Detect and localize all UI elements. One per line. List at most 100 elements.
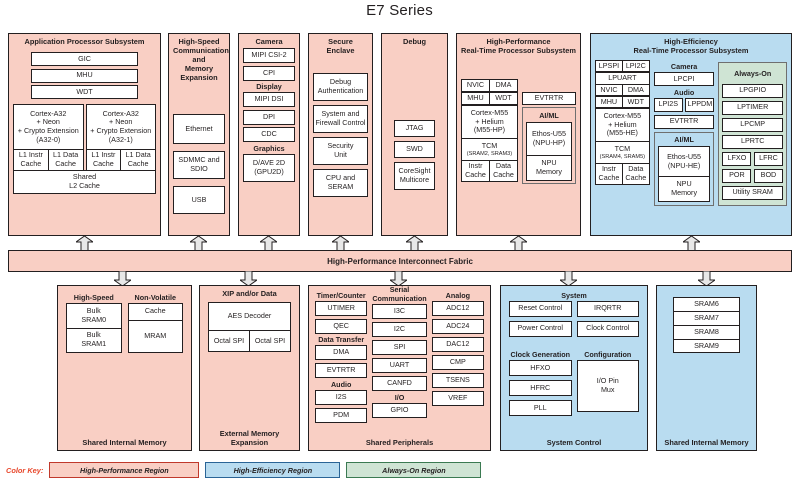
block-wdt-he[interactable]: WDT <box>621 96 650 108</box>
instr-cache-hp[interactable]: Instr Cache <box>461 160 489 182</box>
block-sram8[interactable]: SRAM8 <box>673 325 740 339</box>
block-mhu-he[interactable]: MHU <box>595 96 622 108</box>
block-system-firewall-control[interactable]: System and Firewall Control <box>313 105 368 133</box>
block-lpcmp[interactable]: LPCMP <box>722 117 783 132</box>
data-cache-hp[interactable]: Data Cache <box>488 160 518 182</box>
block-gpio[interactable]: GPIO <box>372 402 427 418</box>
block-swd[interactable]: SWD <box>394 141 435 158</box>
core-cluster-a32-0[interactable]: Cortex-A32 + Neon + Crypto Extension (A3… <box>13 104 84 171</box>
panel-shared-peripherals[interactable]: Timer/Counter UTIMER QEC Data Transfer D… <box>308 285 491 451</box>
block-mipi-csi-2[interactable]: MIPI CSI-2 <box>243 48 295 63</box>
block-adc24[interactable]: ADC24 <box>431 318 484 334</box>
block-jtag[interactable]: JTAG <box>394 120 435 137</box>
block-sram7[interactable]: SRAM7 <box>673 311 740 325</box>
core-a32-1[interactable]: Cortex-A32 + Neon + Crypto Extension (A3… <box>85 104 156 149</box>
block-mhu-hp[interactable]: MHU <box>461 92 489 105</box>
block-debug-authentication[interactable]: Debug Authentication <box>313 73 368 101</box>
panel-debug[interactable]: Debug JTAG SWD CoreSight Multicore <box>381 33 448 236</box>
block-canfd[interactable]: CANFD <box>372 376 427 391</box>
block-pdm[interactable]: PDM <box>315 407 368 423</box>
block-usb[interactable]: USB <box>173 186 225 214</box>
block-octal-spi-0[interactable]: Octal SPI <box>208 330 249 352</box>
block-io-pin-mux[interactable]: I/O Pin Mux <box>576 360 639 412</box>
block-clock-control[interactable]: Clock Control <box>576 320 639 337</box>
block-npu-memory-he[interactable]: NPU Memory <box>657 176 711 202</box>
block-i2s[interactable]: I2S <box>315 389 368 405</box>
block-vref[interactable]: VREF <box>431 390 484 406</box>
block-dac12[interactable]: DAC12 <box>431 336 484 352</box>
panel-shared-internal-memory[interactable]: High-Speed Bulk SRAM0 Bulk SRAM1 Non-Vol… <box>57 285 192 451</box>
block-mipi-dsi[interactable]: MIPI DSI <box>243 92 295 107</box>
block-por[interactable]: POR <box>722 168 752 183</box>
block-lpspi[interactable]: LPSPI <box>595 60 622 72</box>
block-power-control[interactable]: Power Control <box>509 320 572 337</box>
block-coresight-multicore[interactable]: CoreSight Multicore <box>394 162 435 190</box>
core-a32-0[interactable]: Cortex-A32 + Neon + Crypto Extension (A3… <box>13 104 84 149</box>
block-dpi[interactable]: DPI <box>243 109 295 125</box>
block-i3c[interactable]: I3C <box>372 304 427 319</box>
block-gic[interactable]: GIC <box>31 52 138 66</box>
block-dma-periph[interactable]: DMA <box>315 345 368 360</box>
interconnect-fabric[interactable]: High-Performance Interconnect Fabric <box>8 250 792 272</box>
block-dave-2d[interactable]: D/AVE 2D (GPU2D) <box>243 153 295 182</box>
l1-data-cache-0[interactable]: L1 Data Cache <box>47 149 84 171</box>
block-hfrc[interactable]: HFRC <box>509 380 572 396</box>
block-utimer[interactable]: UTIMER <box>315 300 368 316</box>
panel-application-processor-subsystem[interactable]: Application Processor Subsystem GIC MHU … <box>8 33 161 236</box>
block-lfxo[interactable]: LFXO <box>722 151 752 166</box>
block-mram[interactable]: MRAM <box>127 319 183 353</box>
block-i2c[interactable]: I2C <box>372 322 427 337</box>
panel-high-efficiency-realtime-subsystem[interactable]: High-Efficiency Real-Time Processor Subs… <box>590 33 792 236</box>
block-tcm-he[interactable]: TCM (SRAM4, SRAM5) <box>595 141 650 163</box>
group-aiml-he[interactable]: AI/ML Ethos-U55 (NPU-HE) NPU Memory <box>653 131 715 206</box>
block-tcm-hp[interactable]: TCM (SRAM2, SRAM3) <box>461 138 518 160</box>
block-uart[interactable]: UART <box>372 358 427 373</box>
block-lpgpio[interactable]: LPGPIO <box>722 83 783 98</box>
block-sram9[interactable]: SRAM9 <box>673 339 740 353</box>
block-irqrtr[interactable]: IRQRTR <box>576 300 639 317</box>
block-dma-he[interactable]: DMA <box>621 84 650 96</box>
l1-instr-cache-0[interactable]: L1 Instr Cache <box>13 149 48 171</box>
block-bulk-sram1[interactable]: Bulk SRAM1 <box>66 327 122 353</box>
group-aiml-hp[interactable]: AI/ML Ethos-U55 (NPU-HP) NPU Memory <box>521 107 576 184</box>
panel-high-speed-communication[interactable]: High-Speed Communication and Memory Expa… <box>168 33 230 236</box>
block-security-unit[interactable]: Security Unit <box>313 137 368 165</box>
block-cpu-seram[interactable]: CPU and SERAM <box>313 169 368 197</box>
block-bulk-sram0[interactable]: Bulk SRAM0 <box>66 302 122 328</box>
block-wdt-hp[interactable]: WDT <box>488 92 518 105</box>
panel-secure-enclave[interactable]: Secure Enclave Debug Authentication Syst… <box>308 33 373 236</box>
instr-cache-he[interactable]: Instr Cache <box>595 163 622 185</box>
block-lpi2c[interactable]: LPI2C <box>621 60 650 72</box>
block-lpcpi[interactable]: LPCPI <box>653 72 715 86</box>
block-npu-memory-hp[interactable]: NPU Memory <box>525 154 572 181</box>
block-lptimer[interactable]: LPTIMER <box>722 100 783 115</box>
l1-instr-cache-1[interactable]: L1 Instr Cache <box>85 149 121 171</box>
block-lpi2s[interactable]: LPI2S <box>653 97 683 112</box>
block-utility-sram[interactable]: Utility SRAM <box>722 185 783 200</box>
l1-data-cache-1[interactable]: L1 Data Cache <box>120 149 156 171</box>
block-wdt[interactable]: WDT <box>31 85 138 99</box>
block-cpi[interactable]: CPI <box>243 65 295 81</box>
block-nvic-he[interactable]: NVIC <box>595 84 622 96</box>
group-always-on[interactable]: Always-On LPGPIO LPTIMER LPCMP LPRTC LFX… <box>718 62 787 206</box>
panel-shared-internal-memory-2[interactable]: SRAM6 SRAM7 SRAM8 SRAM9 Shared Internal … <box>656 285 757 451</box>
block-tsens[interactable]: TSENS <box>431 372 484 388</box>
shared-l2-cache[interactable]: Shared L2 Cache <box>13 170 156 194</box>
block-dma-hp[interactable]: DMA <box>488 79 518 92</box>
block-ethos-u55-hp[interactable]: Ethos-U55 (NPU-HP) <box>525 121 572 155</box>
core-m55-hp[interactable]: Cortex-M55 + Helium (M55-HP) <box>461 105 518 138</box>
block-qec[interactable]: QEC <box>315 318 368 334</box>
block-evtrtr-he[interactable]: EVTRTR <box>653 114 715 129</box>
block-lprtc[interactable]: LPRTC <box>722 134 783 149</box>
block-lfrc[interactable]: LFRC <box>753 151 783 166</box>
block-octal-spi-1[interactable]: Octal SPI <box>249 330 291 352</box>
panel-system-control[interactable]: System Reset Control IRQRTR Power Contro… <box>500 285 648 451</box>
block-sram6[interactable]: SRAM6 <box>673 297 740 311</box>
block-adc12[interactable]: ADC12 <box>431 300 484 316</box>
block-bod[interactable]: BOD <box>753 168 783 183</box>
panel-camera[interactable]: Camera MIPI CSI-2 CPI Display MIPI DSI D… <box>238 33 300 236</box>
block-evtrtr-periph[interactable]: EVTRTR <box>315 363 368 378</box>
block-ethernet[interactable]: Ethernet <box>173 114 225 144</box>
block-hfxo[interactable]: HFXO <box>509 360 572 376</box>
core-m55-he[interactable]: Cortex-M55 + Helium (M55-HE) <box>595 108 650 141</box>
